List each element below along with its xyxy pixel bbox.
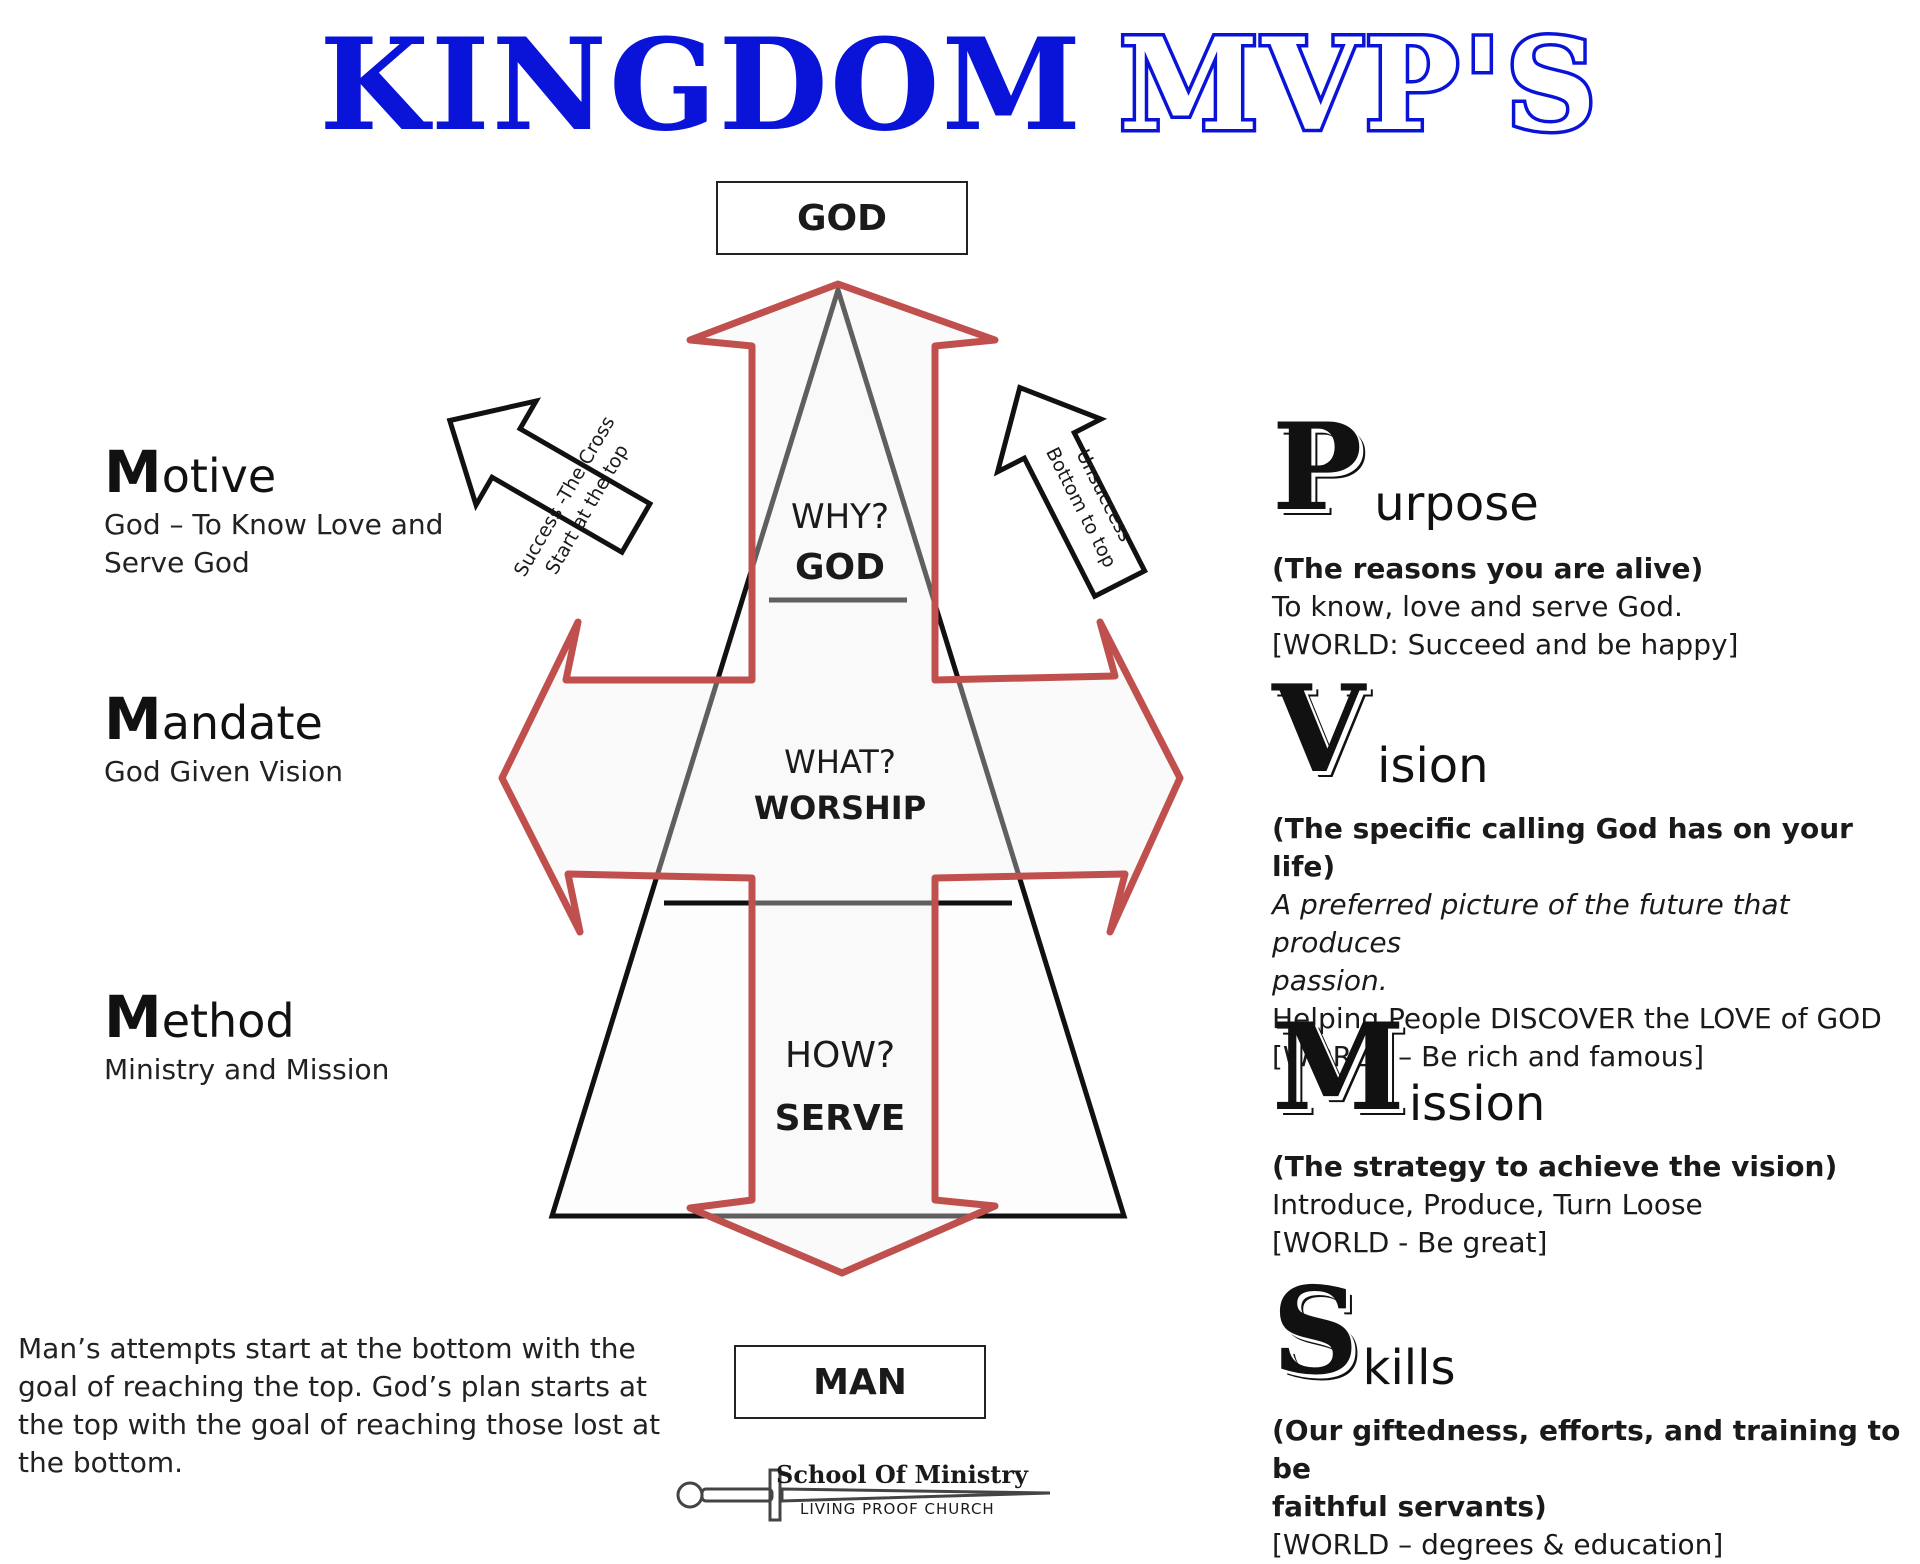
method-line1: Ministry and Mission (104, 1053, 390, 1086)
vision-line4: [WORLD – Be rich and famous] (1272, 1040, 1704, 1073)
mission-line2: [WORLD - Be great] (1272, 1226, 1548, 1259)
method-heading: Method (104, 983, 389, 1051)
mission-letter: M (1272, 997, 1405, 1138)
why-answer: GOD (794, 547, 886, 588)
mission-sub: (The strategy to achieve the vision) (1272, 1150, 1838, 1183)
red-cross (498, 280, 1184, 1277)
skills-item: S kills (Our giftedness, efforts, and tr… (1272, 1272, 1912, 1564)
vision-line3: Helping People DISCOVER the LOVE of GOD (1272, 1002, 1882, 1035)
note-line2: goal of reaching the top. God’s plan sta… (18, 1370, 647, 1403)
mandate-cap: M (104, 685, 162, 753)
skills-heading: S kills (1272, 1261, 1912, 1402)
god-box: GOD (716, 181, 968, 255)
vision-heading: V ision (1272, 659, 1912, 800)
success-arrow (446, 397, 654, 556)
unsuccess-arrow (993, 384, 1148, 600)
purpose-line1: To know, love and serve God. (1272, 590, 1683, 623)
logo-church: LIVING PROOF CHURCH (800, 1500, 995, 1518)
mission-item: M ission (The strategy to achieve the vi… (1272, 1008, 1912, 1262)
method-cap: M (104, 983, 162, 1051)
title-kingdom: KINGDOM (319, 11, 1084, 159)
skills-sub2: faithful servants) (1272, 1490, 1547, 1523)
purpose-heading: P urpose (1272, 397, 1912, 538)
purpose-line2: [WORLD: Succeed and be happy] (1272, 628, 1739, 661)
what-question: WHAT? (784, 743, 896, 781)
vision-line1: A preferred picture of the future that p… (1272, 888, 1790, 959)
pyramid-outline (548, 281, 1128, 1219)
motive-heading: Motive (104, 438, 443, 506)
mission-line1: Introduce, Produce, Turn Loose (1272, 1188, 1703, 1221)
note-line1: Man’s attempts start at the bottom with … (18, 1332, 636, 1365)
motive-rest: otive (161, 449, 277, 503)
vision-rest: ision (1377, 738, 1489, 794)
mandate-rest: andate (161, 696, 323, 750)
method-rest: ethod (161, 994, 295, 1048)
how-question: HOW? (784, 1035, 896, 1076)
skills-rest: kills (1362, 1340, 1456, 1396)
vision-letter: V (1272, 659, 1366, 800)
what-answer: WORSHIP (753, 789, 927, 827)
logo-name: School Of Ministry (776, 1460, 1028, 1489)
vision-item: V ision (The specific calling God has on… (1272, 670, 1912, 1076)
skills-letter: S (1272, 1261, 1359, 1402)
skills-sub1: (Our giftedness, efforts, and training t… (1272, 1414, 1901, 1485)
mandate-line1: God Given Vision (104, 755, 343, 788)
vision-line2: passion. (1272, 964, 1388, 997)
purpose-item: P urpose (The reasons you are alive) To … (1272, 408, 1912, 664)
method-item: Method Ministry and Mission (104, 983, 389, 1089)
explanation-note: Man’s attempts start at the bottom with … (18, 1330, 668, 1482)
man-box: MAN (734, 1345, 986, 1419)
how-answer: SERVE (774, 1098, 906, 1139)
mandate-item: Mandate God Given Vision (104, 685, 343, 791)
purpose-letter: P (1272, 397, 1363, 538)
skills-line1: [WORLD – degrees & education] (1272, 1528, 1724, 1561)
motive-line1: God – To Know Love and (104, 508, 444, 541)
why-question: WHY? (791, 497, 889, 537)
mission-rest: ission (1408, 1076, 1546, 1132)
motive-line2: Serve God (104, 546, 250, 579)
purpose-rest: urpose (1374, 476, 1539, 532)
note-line4: the bottom. (18, 1446, 184, 1479)
motive-cap: M (104, 438, 162, 506)
vision-sub: (The specific calling God has on your li… (1272, 812, 1853, 883)
note-line3: the top with the goal of reaching those … (18, 1408, 661, 1441)
motive-item: Motive God – To Know Love and Serve God (104, 438, 443, 582)
purpose-sub: (The reasons you are alive) (1272, 552, 1704, 585)
title-mvps: MVP'S (1116, 11, 1601, 159)
sword-logo-icon (676, 1468, 1051, 1522)
mandate-heading: Mandate (104, 685, 343, 753)
mission-heading: M ission (1272, 997, 1912, 1138)
